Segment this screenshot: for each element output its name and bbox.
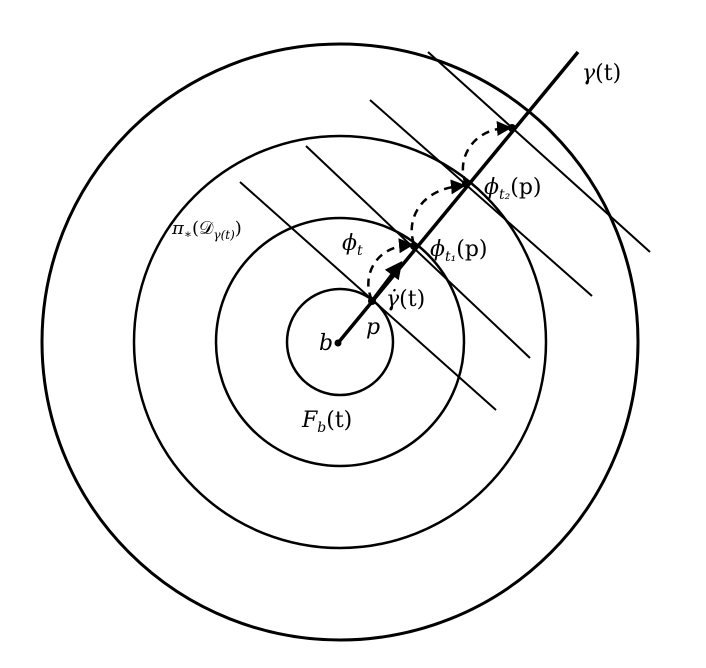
tangent-line-2 — [305, 145, 531, 359]
flow-arrow-2 — [410, 179, 466, 245]
label-phi-t2-p: ϕt₂(p) — [484, 175, 542, 203]
label-phi-t1-p: ϕt₁(p) — [430, 237, 488, 265]
point-b — [334, 339, 342, 347]
label-pi-D: π∗(𝒟γ(t)) — [171, 218, 242, 242]
flow-arrow-3 — [461, 121, 512, 185]
flow-arrow-1 — [367, 238, 414, 301]
point-phi-t2-p — [462, 180, 470, 188]
label-phi-t: ϕt — [342, 231, 363, 259]
point-phi-t1-p — [410, 242, 418, 250]
fiber-circle-small — [285, 287, 395, 397]
label-b: b — [319, 331, 333, 356]
fiber-circle-outer — [40, 42, 640, 642]
label-gamma-t: γ(t) — [582, 61, 621, 86]
label-F-b: Fb(t) — [301, 408, 352, 436]
fiber-circle-large — [132, 134, 548, 550]
label-gamma-dot: γ̇(t) — [386, 287, 425, 312]
gamma-dot-arrow — [370, 261, 403, 303]
tangent-line-1 — [239, 181, 497, 411]
point-p — [368, 297, 376, 305]
tangent-line-3 — [369, 99, 593, 297]
point-top — [508, 124, 516, 132]
tangent-line-4 — [427, 51, 651, 253]
label-p: p — [366, 315, 380, 340]
fiber-circle-medium — [214, 216, 466, 468]
